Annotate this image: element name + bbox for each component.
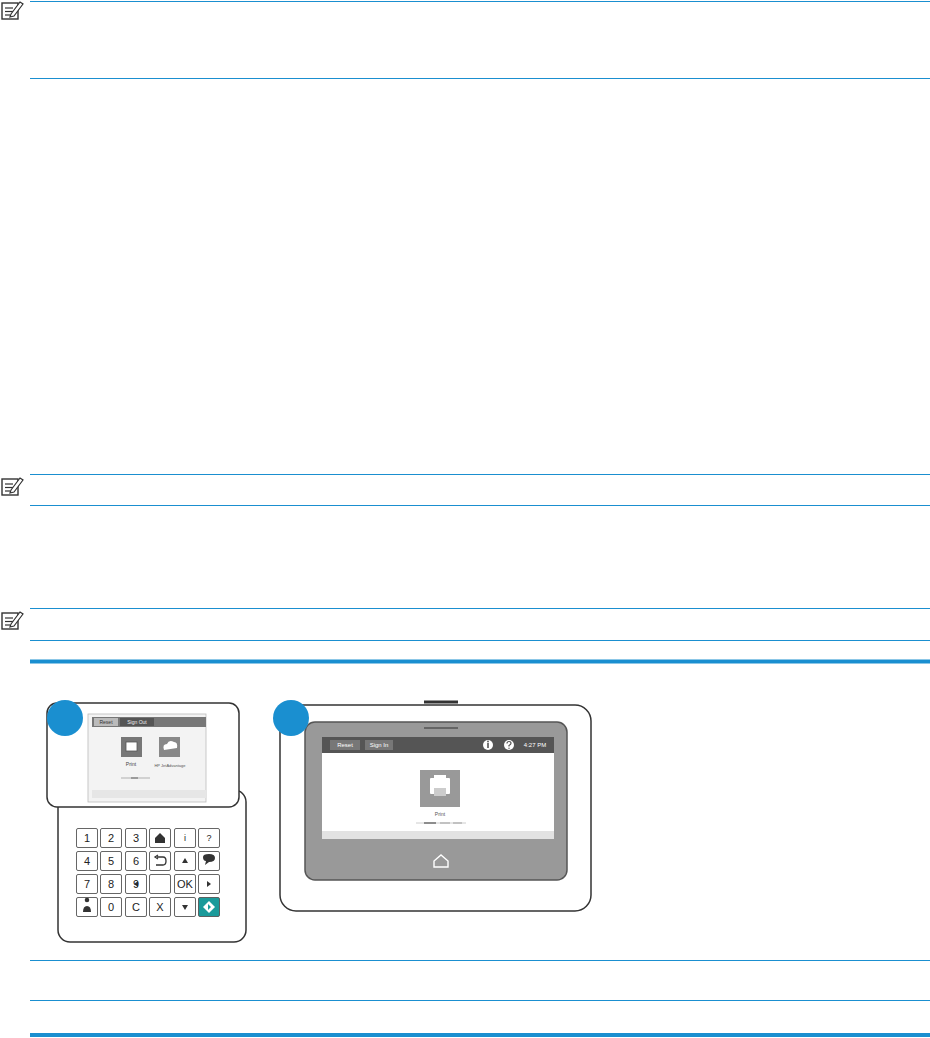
keypad-key	[126, 829, 147, 848]
keypad-key	[175, 852, 196, 871]
screen-button-text: Reset	[337, 742, 353, 748]
note-icon	[2, 2, 23, 19]
key-label: X	[156, 902, 163, 913]
key-icon	[207, 881, 211, 887]
key-icon	[203, 901, 215, 913]
screen-app-label: Print	[435, 812, 445, 817]
keypad-key	[77, 875, 98, 894]
rule-lines	[30, 2, 930, 1036]
key-label: OK	[177, 879, 193, 890]
key-label: ?	[206, 834, 211, 843]
note-icon	[2, 612, 23, 629]
keypad-key	[101, 898, 122, 917]
key-label: 9	[133, 879, 139, 890]
touchscreen-panel	[280, 702, 591, 911]
key-label: i	[184, 834, 186, 843]
key-label: 1	[84, 833, 90, 844]
screen-button-text: Sign In	[370, 742, 389, 748]
key-label: 0	[108, 902, 114, 913]
keypad-key	[150, 898, 171, 917]
key-icon	[203, 854, 215, 865]
keypad-key	[101, 875, 122, 894]
keypad-key	[199, 875, 220, 894]
key-label: 2	[108, 833, 114, 844]
keypad-key	[77, 829, 98, 848]
keypad-key	[199, 898, 220, 917]
keypad-key	[126, 852, 147, 871]
keypad-key	[199, 829, 220, 848]
key-label: 6	[133, 856, 139, 867]
screen-app-label: Print	[126, 762, 136, 767]
key-label: C	[132, 902, 140, 913]
key-label: 4	[84, 856, 90, 867]
key-icon	[182, 905, 188, 910]
key-icon	[208, 904, 211, 910]
key-icon	[155, 855, 166, 865]
keypad-key	[126, 898, 147, 917]
keypad-key	[175, 829, 196, 848]
keypad-key	[175, 875, 196, 894]
key-label: 7	[84, 879, 90, 890]
keypad-key	[175, 898, 196, 917]
callout-circle	[273, 700, 309, 736]
keypad-key	[150, 875, 171, 894]
key-label: 3	[133, 833, 139, 844]
keypad-key	[126, 875, 147, 894]
keypad-key	[77, 852, 98, 871]
callout-circle	[47, 700, 83, 736]
keypad-key	[199, 852, 220, 871]
screen-clock: 4:27 PM	[524, 742, 546, 748]
keypad-key	[101, 829, 122, 848]
screen-app-label: HP JetAdvantage	[154, 764, 185, 768]
key-icon	[83, 898, 91, 912]
key-icon	[182, 858, 188, 863]
keypad-key	[150, 852, 171, 871]
keypad-key	[77, 898, 98, 917]
keypad-panel	[47, 703, 246, 942]
screen-button-text: Reset	[99, 720, 112, 725]
keypad-key	[101, 852, 122, 871]
screen-button-text: Sign Out	[127, 720, 146, 725]
keypad-key	[150, 829, 171, 848]
key-label: 5	[108, 856, 114, 867]
key-icon	[155, 833, 165, 843]
note-icon	[2, 478, 23, 495]
key-label: 8	[108, 879, 114, 890]
